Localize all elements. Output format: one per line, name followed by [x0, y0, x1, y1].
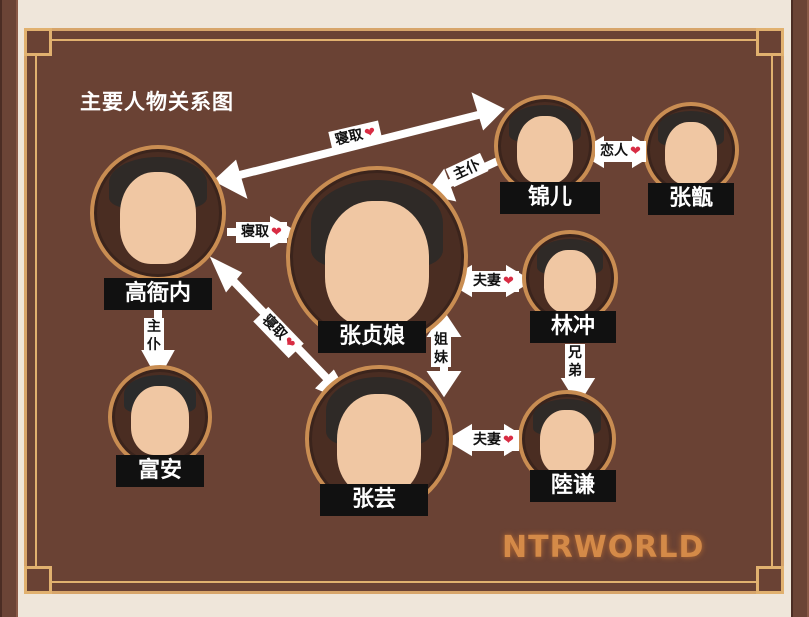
corner-ornament-top-left [24, 28, 52, 56]
heart-icon: ❤ [630, 144, 641, 159]
face [664, 121, 718, 186]
portrait-zhangzeng [643, 102, 739, 198]
relation-text: 寝取 [241, 224, 269, 240]
label-yun: 张芸 [320, 484, 428, 516]
face [324, 201, 430, 327]
face [540, 410, 594, 475]
label-gao: 高衙内 [104, 278, 212, 310]
heart-icon: ❤ [271, 225, 282, 240]
label-jin: 锦儿 [500, 182, 600, 214]
heart-icon: ❤ [503, 274, 514, 289]
face [119, 172, 197, 265]
portrait-fu [108, 365, 212, 469]
relation-zhen-yun: 姐妹 [431, 331, 451, 367]
ntrworld-logo: NTRWORLD [502, 530, 705, 565]
arrowhead-zhen-yun-down [426, 371, 462, 398]
portrait-jin [494, 95, 596, 197]
relation-text: 夫妻 [473, 432, 501, 448]
arrowhead-gao-jin-right [471, 92, 505, 131]
right-scroll-rod [791, 0, 809, 617]
label-zhangzeng: 张甑 [648, 183, 734, 215]
arrowhead-gao-fu [141, 350, 175, 381]
corner-ornament-top-right [756, 28, 784, 56]
relation-lin-lu: 兄弟 [565, 344, 585, 380]
relation-zhen-lin: 夫妻❤ [468, 271, 519, 292]
relation-yun-lu: 夫妻❤ [468, 430, 519, 451]
face [337, 394, 421, 495]
arrowhead-yun-lu-left [445, 423, 472, 457]
label-lu: 陸谦 [530, 470, 616, 502]
relation-jin-zhang: 恋人❤ [595, 141, 646, 162]
relation-text: 恋人 [600, 143, 628, 159]
chart-title: 主要人物关系图 [80, 90, 234, 114]
portrait-lin [522, 230, 618, 326]
corner-ornament-bottom-right [756, 566, 784, 594]
relation-text: 寝取 [333, 126, 365, 149]
face [131, 386, 189, 456]
label-fu: 富安 [116, 455, 204, 487]
arrowhead-gao-jin-left [213, 159, 248, 199]
arrowhead-gao-yun-back [209, 256, 243, 293]
left-scroll-rod [0, 0, 18, 617]
relation-gao-fu: 主仆 [144, 318, 164, 354]
relation-gao-zhen: 寝取❤ [236, 222, 287, 243]
corner-ornament-bottom-left [24, 566, 52, 594]
portrait-zhen [286, 166, 468, 348]
portrait-gao [90, 145, 226, 281]
inner-border [35, 39, 773, 583]
label-zhen: 张贞娘 [318, 321, 426, 353]
label-lin: 林冲 [530, 311, 616, 343]
heart-icon: ❤ [363, 124, 378, 142]
face [543, 249, 597, 314]
relation-text: 夫妻 [473, 273, 501, 289]
heart-icon: ❤ [503, 433, 514, 448]
face [516, 115, 574, 184]
